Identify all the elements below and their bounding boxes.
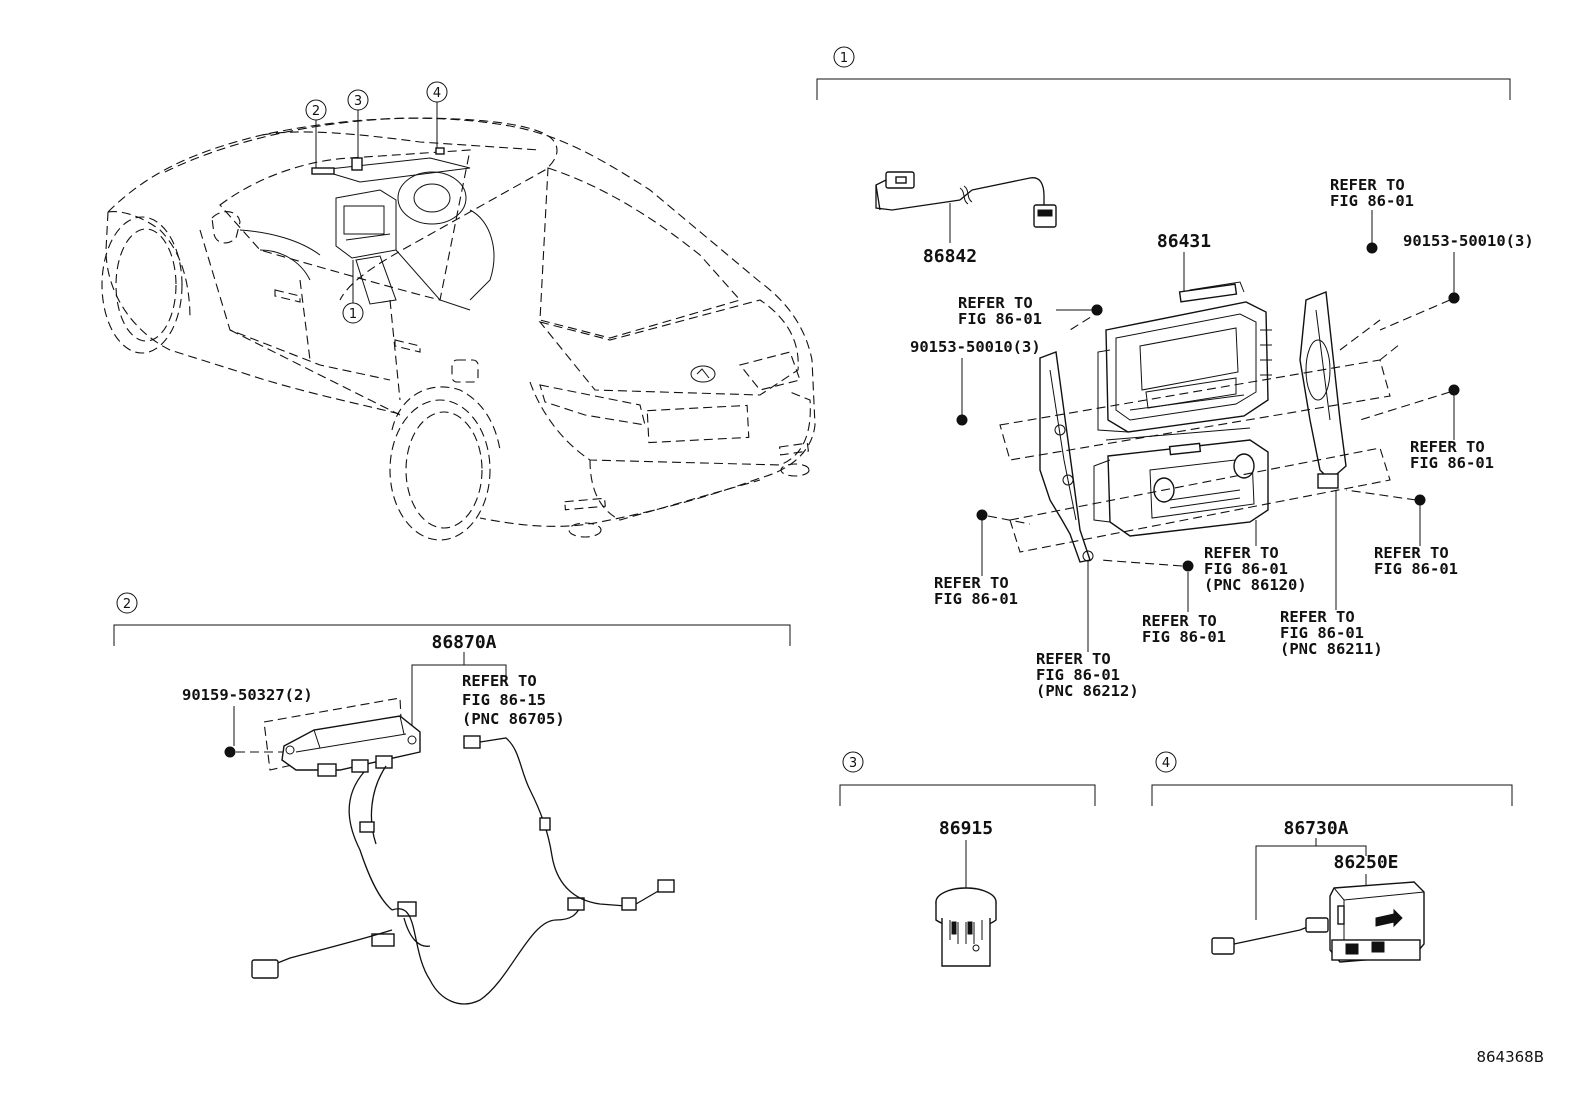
svg-text:(PNC 86211): (PNC 86211) bbox=[1280, 640, 1383, 658]
bolts-s1 bbox=[976, 292, 1460, 572]
svg-text:REFER TO: REFER TO bbox=[958, 294, 1033, 312]
bolt-label-s2: 90159-50327(2) bbox=[182, 686, 313, 758]
svg-text:FIG 86-01: FIG 86-01 bbox=[1280, 624, 1364, 642]
callout-4: 4 bbox=[426, 81, 448, 148]
svg-text:FIG 86-01: FIG 86-01 bbox=[1410, 454, 1494, 472]
section-1: 1 86842 86431 REFER TO FIG 86-01 bbox=[816, 46, 1534, 700]
svg-text:REFER TO: REFER TO bbox=[1410, 438, 1485, 456]
harness-s4 bbox=[1211, 917, 1329, 955]
bolt-label-s1-left: 90153-50010(3) bbox=[910, 338, 1041, 426]
callout-3: 3 bbox=[347, 89, 369, 158]
svg-text:86842: 86842 bbox=[923, 246, 977, 267]
diagram-code: 864368B bbox=[1476, 1048, 1544, 1066]
harness-s2 bbox=[251, 765, 585, 1005]
section-1-marker bbox=[833, 46, 855, 68]
svg-text:REFER TO: REFER TO bbox=[934, 574, 1009, 592]
part-86915 bbox=[935, 887, 997, 967]
refer-note-s1-pnc86120: REFER TO FIG 86-01 (PNC 86120) bbox=[1204, 520, 1307, 594]
svg-text:FIG 86-01: FIG 86-01 bbox=[1036, 666, 1120, 684]
svg-text:FIG 86-01: FIG 86-01 bbox=[958, 310, 1042, 328]
svg-text:FIG 86-15: FIG 86-15 bbox=[462, 691, 546, 709]
refer-note-s1-top-right: REFER TO FIG 86-01 bbox=[1330, 176, 1414, 254]
svg-text:FIG 86-01: FIG 86-01 bbox=[934, 590, 1018, 608]
refer-note-s1-left-low: REFER TO FIG 86-01 bbox=[934, 520, 1018, 608]
vehicle-callouts: 2 3 4 1 bbox=[305, 81, 448, 324]
section-2: 2 86870A REFER TO FIG 86-15 (PNC 86705) … bbox=[113, 592, 791, 1005]
svg-text:86915: 86915 bbox=[939, 818, 993, 839]
section-4-marker bbox=[1155, 751, 1177, 773]
svg-text:90153-50010(3): 90153-50010(3) bbox=[910, 338, 1041, 356]
svg-text:2: 2 bbox=[312, 104, 320, 119]
svg-text:86250E: 86250E bbox=[1333, 852, 1398, 873]
section-3-marker bbox=[842, 751, 864, 773]
svg-text:1: 1 bbox=[349, 307, 357, 322]
svg-text:90153-50010(3): 90153-50010(3) bbox=[1403, 232, 1534, 250]
svg-text:86431: 86431 bbox=[1157, 231, 1211, 252]
svg-text:REFER TO: REFER TO bbox=[1036, 650, 1111, 668]
svg-text:(PNC 86705): (PNC 86705) bbox=[462, 710, 565, 728]
svg-text:90159-50327(2): 90159-50327(2) bbox=[182, 686, 313, 704]
svg-text:(PNC 86212): (PNC 86212) bbox=[1036, 682, 1139, 700]
svg-text:3: 3 bbox=[354, 94, 362, 109]
refer-note-s1-pnc86212: REFER TO FIG 86-01 (PNC 86212) bbox=[1036, 550, 1139, 700]
svg-text:(PNC 86120): (PNC 86120) bbox=[1204, 576, 1307, 594]
bracket-left bbox=[1039, 351, 1091, 563]
svg-text:FIG 86-01: FIG 86-01 bbox=[1374, 560, 1458, 578]
section-2-marker bbox=[116, 592, 138, 614]
vehicle-illustration bbox=[101, 117, 816, 541]
refer-note-s1-right-low: REFER TO FIG 86-01 bbox=[1374, 505, 1458, 578]
svg-text:86870A: 86870A bbox=[431, 632, 496, 653]
section-4: 4 86730A 86250E bbox=[1151, 751, 1513, 963]
refer-note-s1-right-mid: REFER TO FIG 86-01 bbox=[1410, 395, 1494, 472]
svg-text:REFER TO: REFER TO bbox=[1374, 544, 1449, 562]
refer-note-s1-pnc86211: REFER TO FIG 86-01 (PNC 86211) bbox=[1280, 490, 1383, 658]
svg-text:REFER TO: REFER TO bbox=[1204, 544, 1279, 562]
refer-note-s2-antenna: REFER TO FIG 86-15 (PNC 86705) bbox=[462, 672, 565, 728]
harness-86842: 86842 bbox=[875, 171, 1057, 267]
svg-text:3: 3 bbox=[849, 756, 857, 771]
section-3: 3 86915 bbox=[839, 751, 1096, 967]
svg-text:2: 2 bbox=[123, 597, 131, 612]
bracket-right bbox=[1299, 291, 1347, 489]
callout-2: 2 bbox=[305, 99, 327, 168]
refer-note-s1-center-low: REFER TO FIG 86-01 bbox=[1142, 572, 1226, 646]
callout-1: 1 bbox=[342, 260, 364, 324]
svg-text:REFER TO: REFER TO bbox=[1330, 176, 1405, 194]
svg-text:REFER TO: REFER TO bbox=[1142, 612, 1217, 630]
svg-text:1: 1 bbox=[840, 51, 848, 66]
module-86870a bbox=[263, 697, 421, 777]
svg-text:REFER TO: REFER TO bbox=[462, 672, 537, 690]
svg-text:REFER TO: REFER TO bbox=[1280, 608, 1355, 626]
part-86250e bbox=[1329, 881, 1425, 963]
svg-text:FIG 86-01: FIG 86-01 bbox=[1330, 192, 1414, 210]
refer-note-s1-top-left: REFER TO FIG 86-01 bbox=[958, 294, 1103, 328]
svg-text:86730A: 86730A bbox=[1283, 818, 1348, 839]
bolt-label-s1-upper-right: 90153-50010(3) bbox=[1403, 232, 1534, 304]
svg-text:4: 4 bbox=[1162, 756, 1170, 771]
svg-text:FIG 86-01: FIG 86-01 bbox=[1142, 628, 1226, 646]
svg-text:4: 4 bbox=[433, 86, 441, 101]
antenna-cable-s2 bbox=[463, 735, 675, 911]
svg-text:FIG 86-01: FIG 86-01 bbox=[1204, 560, 1288, 578]
